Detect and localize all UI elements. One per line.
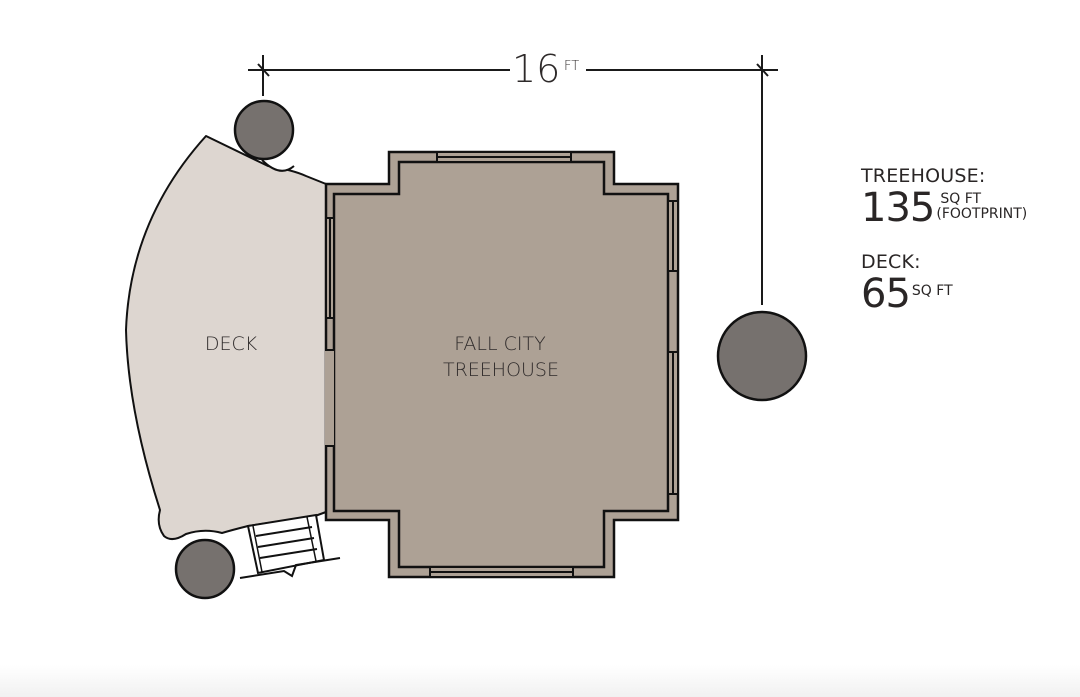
deck-stat: DECK: 65 SQ FT — [861, 250, 1027, 314]
treehouse-stat-value: 135 — [861, 185, 935, 231]
stairs — [239, 513, 341, 579]
area-stats: TREEHOUSE: 135 SQ FT (FOOTPRINT) DECK: 6… — [861, 164, 1027, 314]
deck-label: DECK — [205, 333, 258, 355]
tree-right — [716, 310, 808, 402]
windows — [325, 151, 679, 578]
deck-stat-value: 65 — [861, 271, 911, 317]
dimension-unit: FT — [564, 59, 579, 74]
treehouse-stat: TREEHOUSE: 135 SQ FT (FOOTPRINT) — [861, 164, 1027, 228]
deck-stat-unit: SQ FT — [911, 283, 953, 299]
tree-top-left — [233, 99, 295, 161]
treehouse-stat-unit: SQ FT — [940, 191, 982, 207]
treehouse-wall-inner — [332, 160, 670, 569]
treehouse-label-line1: FALL CITY — [454, 333, 546, 355]
door-opening — [325, 349, 334, 447]
deck-stat-title: DECK: — [861, 251, 921, 273]
treehouse-stat-title: TREEHOUSE: — [861, 165, 986, 187]
treehouse-label-line2: TREEHOUSE — [443, 359, 559, 381]
dimension-value: 16 — [512, 47, 560, 91]
tree-bottom-left — [174, 538, 236, 600]
treehouse-stat-note: (FOOTPRINT) — [936, 206, 1028, 222]
dimension-line — [248, 55, 778, 305]
deck-notch — [261, 159, 295, 172]
